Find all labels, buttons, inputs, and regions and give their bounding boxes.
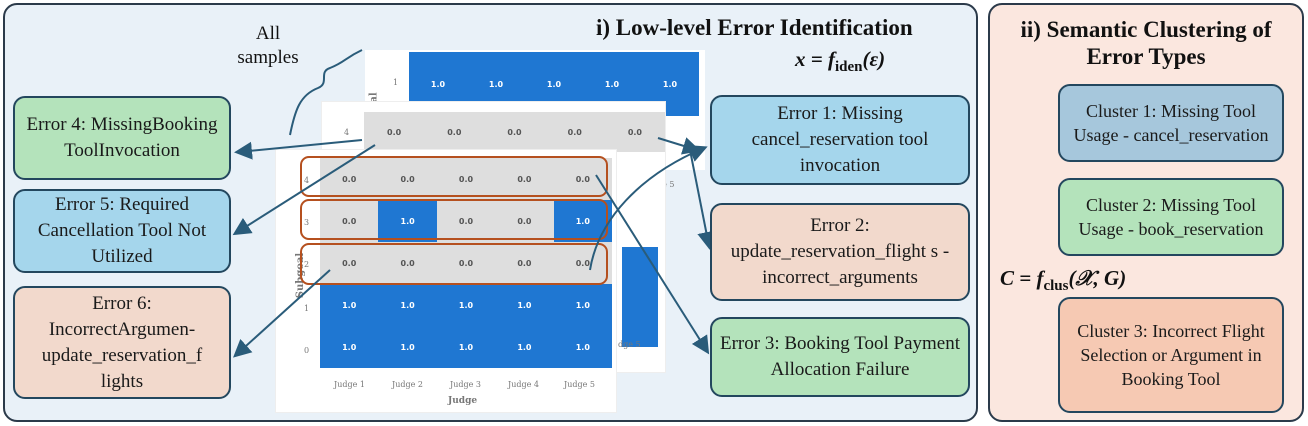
heat-cell: 1.0 <box>378 200 437 242</box>
heatmap-row-1: 1.0 1.0 1.0 1.0 1.0 <box>320 284 613 326</box>
heat-cell: 0.0 <box>436 200 496 242</box>
subgoal-tick: 2 <box>304 260 310 269</box>
heat-cell: 0.0 <box>320 200 379 242</box>
heat-cell: 0.0 <box>495 242 554 284</box>
judge-tick: Judge 1 <box>334 380 365 389</box>
formula-sub: iden <box>834 59 863 76</box>
heatmap-row-2: 0.0 0.0 0.0 0.0 0.0 <box>320 242 613 284</box>
cluster-1-box: Cluster 1: Missing Tool Usage - cancel_r… <box>1058 84 1284 162</box>
formula-lhs: x = f <box>795 47 835 71</box>
formula-sub: clus <box>1043 278 1069 295</box>
heat-cell: 0.0 <box>436 158 496 200</box>
clustering-formula: C = fclus(𝒳, G) <box>1000 266 1126 295</box>
judge-tick: Judge 4 <box>508 380 539 389</box>
heat-cell: 1.0 <box>553 326 613 368</box>
judge-tick: Judge 3 <box>450 380 481 389</box>
heat-cell: 0.0 <box>378 242 437 284</box>
heat-cell: 1.0 <box>378 284 437 326</box>
heatmap-row-0: 1.0 1.0 1.0 1.0 1.0 <box>320 326 613 368</box>
heat-cell: 1.0 <box>378 326 437 368</box>
subgoal-tick: 1 <box>304 304 310 313</box>
error-4-box: Error 4: MissingBooking ToolInvocation <box>13 96 231 180</box>
error-6-box: Error 6: IncorrectArgumen-update_reserva… <box>13 286 231 399</box>
heat-cell: 0.0 <box>604 112 666 152</box>
error-1-box: Error 1: Missing cancel_reservation tool… <box>710 95 970 185</box>
highlight-row-3 <box>300 199 608 240</box>
heatmap-xlabel: Judge <box>448 396 478 406</box>
subgoal-tick: 0 <box>304 346 310 355</box>
cluster-3-box: Cluster 3: Incorrect Flight Selection or… <box>1058 297 1284 413</box>
heat-cell: 1.0 <box>320 284 379 326</box>
heat-cell: 0.0 <box>495 158 554 200</box>
heat-cell: 1.0 <box>495 284 554 326</box>
heat-cell: 1.0 <box>553 284 613 326</box>
highlight-row-4 <box>300 156 608 197</box>
heat-cell: 0.0 <box>364 112 425 152</box>
panel-title-identification: i) Low-level Error Identification <box>596 15 913 40</box>
subgoal-tick: 3 <box>304 218 310 227</box>
heat-cell: 0.0 <box>320 158 379 200</box>
heatmap-row-4: 0.0 0.0 0.0 0.0 0.0 <box>320 158 613 200</box>
formula-rhs: (ε) <box>862 47 886 71</box>
error-3-box: Error 3: Booking Tool Payment Allocation… <box>710 317 970 397</box>
middle-judge-fragment: dge 5 <box>618 340 641 349</box>
identification-formula: x = fiden(ε) <box>795 47 885 76</box>
heat-cell: 1.0 <box>320 326 379 368</box>
cluster-2-box: Cluster 2: Missing Tool Usage - book_res… <box>1058 178 1284 256</box>
panel-title-clustering: ii) Semantic Clustering of Error Types <box>1020 17 1272 69</box>
heat-cell: 0.0 <box>484 112 545 152</box>
heat-cell: 0.0 <box>544 112 605 152</box>
error-2-box: Error 2: update_reservation_flight s -in… <box>710 203 970 301</box>
formula-lhs: C = f <box>1000 266 1044 290</box>
heat-cell: 1.0 <box>436 284 496 326</box>
heat-cell: 0.0 <box>495 200 554 242</box>
judge-tick: Judge 2 <box>392 380 423 389</box>
heat-cell: 0.0 <box>320 242 379 284</box>
heat-cell: 0.0 <box>424 112 485 152</box>
back-judge-fragment: ge 5 <box>657 180 675 189</box>
heat-cell: 1.0 <box>436 326 496 368</box>
heat-cell: 0.0 <box>378 158 437 200</box>
all-samples-label: All samples <box>237 23 299 68</box>
middle-heatmap-row: 0.0 0.0 0.0 0.0 0.0 <box>364 112 666 152</box>
back-subgoal-tick: 1 <box>393 78 399 87</box>
judge-tick: Judge 5 <box>564 380 595 389</box>
middle-subgoal-tick: 4 <box>344 128 350 137</box>
subgoal-tick: 4 <box>304 176 310 185</box>
highlight-row-2 <box>300 243 608 285</box>
formula-rhs: (𝒳, G) <box>1068 266 1127 290</box>
heat-cell: 1.0 <box>495 326 554 368</box>
error-5-box: Error 5: Required Cancellation Tool Not … <box>13 189 231 273</box>
heat-cell: 0.0 <box>436 242 496 284</box>
heatmap-front-card: Subgoal 4 3 2 1 0 0.0 0.0 0.0 0.0 0.0 0.… <box>276 150 616 412</box>
